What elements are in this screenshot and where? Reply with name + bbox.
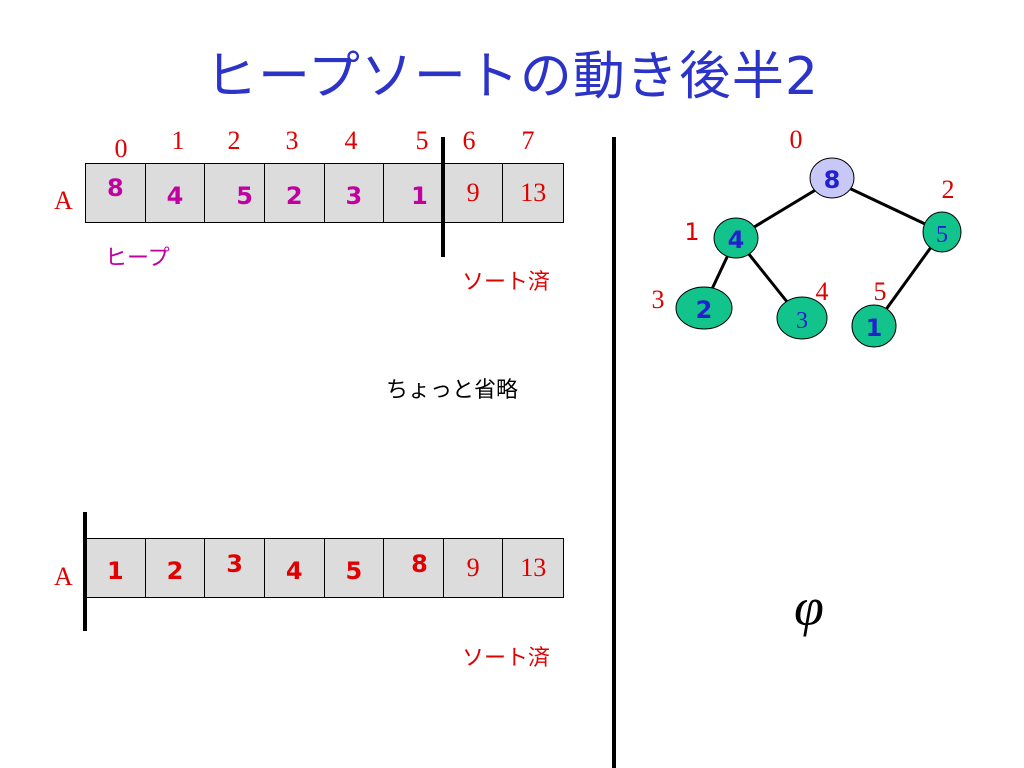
array-cell: 8 [86, 164, 146, 222]
node-value: 4 [728, 226, 745, 254]
index-label: 2 [227, 126, 241, 155]
index-label: 6 [462, 126, 476, 155]
array-cell: 2 [145, 539, 206, 597]
index-label: 0 [114, 134, 128, 163]
array-cell: 4 [145, 164, 206, 222]
index-label: 3 [285, 126, 299, 155]
node-value: 2 [696, 296, 713, 324]
array-cell: 5 [205, 164, 265, 222]
array-cell: 1 [384, 164, 444, 222]
array-cell: 9 [443, 539, 504, 597]
node-index: 4 [816, 277, 829, 306]
index-label: 4 [344, 126, 358, 155]
cell-value: 5 [236, 182, 253, 210]
cell-value: 13 [520, 178, 547, 207]
array-label: A [54, 562, 73, 591]
omitted-label: ちょっと省略 [386, 378, 519, 403]
array-cell: 5 [324, 539, 385, 597]
cell-value: 3 [226, 550, 243, 578]
array-cell: 1 [86, 539, 146, 597]
tree-node-root [809, 157, 855, 199]
array-cell: 9 [443, 164, 504, 222]
panel-separator [612, 137, 616, 768]
cell-value: 9 [466, 553, 480, 582]
heap-label: ヒープ [105, 246, 170, 271]
array-bottom: 1 2 3 4 5 8 9 13 [85, 538, 564, 598]
index-label: 1 [171, 126, 185, 155]
sorted-label: ソート済 [462, 646, 551, 671]
index-label: 7 [521, 126, 535, 155]
tree-node [776, 296, 828, 340]
tree-node [922, 211, 962, 253]
node-value: 3 [796, 308, 808, 334]
array-label: A [54, 186, 73, 215]
cell-value: 9 [466, 178, 480, 207]
node-value: 8 [824, 166, 841, 194]
node-index: 1 [684, 218, 699, 246]
array-cell: 8 [384, 539, 444, 597]
cell-value: 8 [411, 550, 428, 578]
heap-sorted-divider [441, 137, 445, 257]
node-index: 2 [942, 175, 955, 204]
heap-tree: 8 4 5 2 3 1 0 1 2 3 4 5 [652, 125, 962, 348]
cell-value: 1 [411, 182, 428, 210]
array-cell: 4 [264, 539, 325, 597]
node-index: 0 [790, 125, 803, 154]
cell-value: 2 [166, 557, 184, 585]
cell-value: 1 [106, 557, 124, 585]
cell-value: 3 [345, 182, 363, 210]
index-label: 5 [415, 126, 429, 155]
sorted-divider [83, 512, 87, 631]
array-cell: 13 [503, 164, 563, 222]
cell-value: 4 [285, 557, 303, 585]
array-cell: 3 [324, 164, 385, 222]
node-index: 5 [874, 277, 887, 306]
node-value: 5 [936, 222, 948, 248]
array-cell: 2 [264, 164, 325, 222]
cell-value: 13 [520, 553, 547, 582]
cell-value: 8 [106, 174, 124, 202]
sorted-label: ソート済 [462, 270, 551, 295]
array-cell: 3 [205, 539, 265, 597]
cell-value: 4 [166, 182, 184, 210]
node-index: 3 [652, 285, 665, 314]
node-value: 1 [866, 314, 883, 342]
empty-heap-symbol: φ [794, 577, 824, 637]
array-cell: 13 [503, 539, 563, 597]
tree-node [851, 304, 897, 348]
cell-value: 2 [285, 182, 303, 210]
tree-node [713, 217, 759, 259]
array-top: 8 4 5 2 3 1 9 13 [85, 163, 564, 223]
page-title: ヒープソートの動き後半2 [205, 47, 819, 107]
cell-value: 5 [345, 557, 363, 585]
tree-node [675, 286, 733, 330]
